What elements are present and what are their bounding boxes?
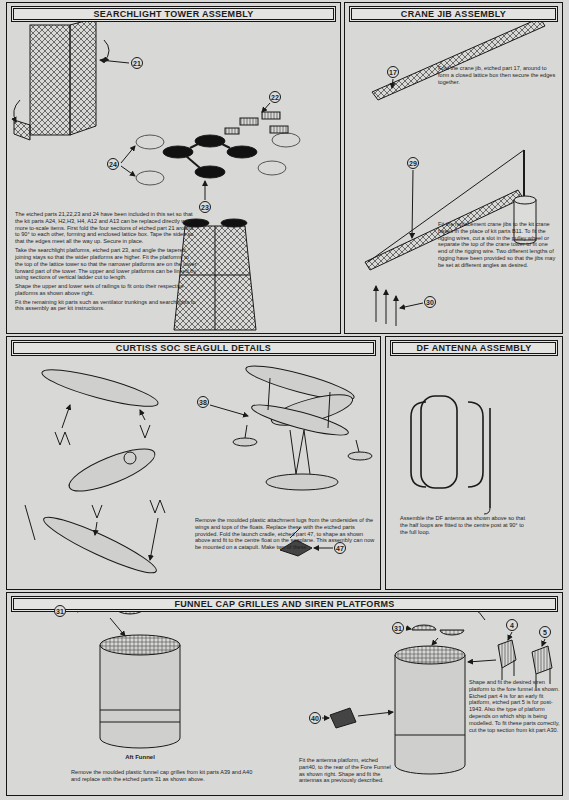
instruction-panel: SEARCHLIGHT TOWER ASSEMBLY The etched par… bbox=[6, 2, 341, 334]
callout-number: 23 bbox=[199, 201, 211, 213]
instruction-text: Take the searchlight platforms, etched p… bbox=[15, 247, 197, 281]
callout-number: 4 bbox=[506, 619, 518, 631]
instruction-text: Fit the antenna platform, etched part40,… bbox=[299, 757, 391, 784]
instruction-panel: CRANE JIB ASSEMBLY Fold the crane jib, et… bbox=[344, 2, 563, 334]
callout-number: 22 bbox=[269, 91, 281, 103]
callout-number: 21 bbox=[131, 57, 143, 69]
callout-number: 17 bbox=[387, 66, 399, 78]
instruction-text: Shape the upper and lower sets of railin… bbox=[15, 283, 197, 297]
instruction-text: The etched parts 21,22,23 and 24 have be… bbox=[15, 211, 197, 245]
callout-number: 29 bbox=[407, 157, 419, 169]
callout-number: 31 bbox=[392, 622, 404, 634]
instruction-text: Remove the moulded plastic funnel cap gr… bbox=[71, 769, 259, 783]
instruction-text: Assemble the DF antenna as shown above s… bbox=[400, 515, 532, 535]
instruction-text: Remove the moulded plastic attachment lu… bbox=[195, 517, 377, 551]
callout-number: 31 bbox=[54, 605, 66, 617]
instruction-text: Fit the replacement crane jibs to the ki… bbox=[438, 221, 558, 269]
instruction-text: Shape and fit the desired siren platform… bbox=[469, 679, 565, 734]
callout-number: 5 bbox=[539, 626, 551, 638]
callout-number: 47 bbox=[334, 542, 346, 554]
panel-title: DF ANTENNA ASSEMBLY bbox=[390, 340, 558, 356]
callout-number: 38 bbox=[197, 396, 209, 408]
instruction-text: Fit the remaining kit parts such as vent… bbox=[15, 299, 197, 313]
panel-title: FUNNEL CAP GRILLES AND SIREN PLATFORMS bbox=[11, 596, 558, 612]
callout-number: 24 bbox=[107, 158, 119, 170]
panel-title: CRANE JIB ASSEMBLY bbox=[349, 6, 558, 22]
panel-title: CURTISS SOC SEAGULL DETAILS bbox=[11, 340, 376, 356]
callout-number: 40 bbox=[309, 712, 321, 724]
instruction-panel: FUNNEL CAP GRILLES AND SIREN PLATFORMS Re… bbox=[6, 592, 563, 796]
callout-number: 30 bbox=[424, 296, 436, 308]
part-label: Aft Funnel bbox=[125, 754, 155, 760]
instruction-panel: CURTISS SOC SEAGULL DETAILS Remove the mo… bbox=[6, 336, 381, 590]
instruction-panel: DF ANTENNA ASSEMBLY Assemble the DF anten… bbox=[385, 336, 563, 590]
panel-title: SEARCHLIGHT TOWER ASSEMBLY bbox=[11, 6, 336, 22]
instruction-text: Fold the crane jib, etched part 17, arou… bbox=[438, 65, 556, 85]
